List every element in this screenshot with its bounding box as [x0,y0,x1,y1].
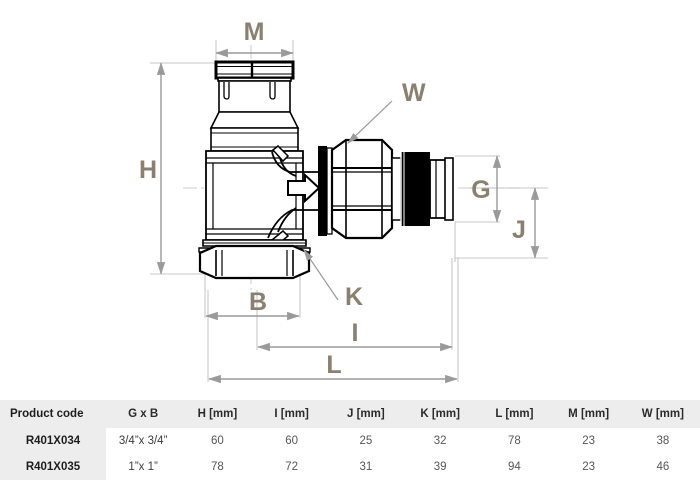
column-header-k: K [mm] [403,400,478,428]
column-header-l: L [mm] [477,400,552,428]
cell-j: 31 [359,461,373,473]
column-header-product-code: Product code [0,400,106,428]
column-header-gxb: G x B [106,400,181,428]
bottom-hex-nut [198,239,311,280]
specifications-table-container: Product code G x B H [mm] I [mm] J [mm] … [0,400,700,480]
table-row: R401X035 1”x 1” 78 72 31 39 94 23 46 [0,454,700,480]
valve-top-cap [214,60,295,82]
headwork-ring-lines [211,132,298,148]
cell-j: 25 [359,435,373,447]
cell-w: 38 [656,435,670,447]
table-header-row: Product code G x B H [mm] I [mm] J [mm] … [0,400,700,428]
cell-i: 60 [285,435,299,447]
cell-w: 46 [656,461,670,473]
dimension-label-I: I [352,319,359,347]
dimension-I: I [257,319,453,352]
column-header-h: H [mm] [180,400,255,428]
dimension-label-J: J [512,216,526,244]
outlet-hex-nut [318,138,394,240]
dimension-label-L: L [326,351,341,379]
dimension-L: L [208,351,458,384]
dimension-B: B [205,288,300,321]
column-header-m: M [mm] [551,400,626,428]
valve-body-graphic [198,60,454,280]
cell-h: 78 [210,461,224,473]
dimension-M: M [215,18,294,58]
dimension-label-M: M [244,18,265,46]
dimension-H: H [139,62,166,275]
cell-m: 23 [582,435,596,447]
column-header-i: I [mm] [254,400,329,428]
cell-m: 23 [582,461,596,473]
cell-l: 94 [507,461,521,473]
flow-direction-arrow [287,172,321,204]
dimension-K: K [303,249,363,311]
table-row: R401X034 3/4”x 3/4” 60 60 25 32 78 23 38 [0,428,700,454]
cell-product-code: R401X035 [0,454,106,480]
threaded-outlet [391,152,454,226]
specifications-table: Product code G x B H [mm] I [mm] J [mm] … [0,400,700,480]
cell-k: 39 [433,461,447,473]
valve-internal-passage [267,151,318,239]
dimension-G: G [471,155,502,223]
dimension-J: J [512,187,540,259]
column-header-w: W [mm] [625,400,700,428]
dimension-label-B: B [249,288,267,316]
cell-l: 78 [507,435,521,447]
dimension-label-H: H [139,156,157,184]
cell-gxb: 1”x 1” [128,461,158,473]
dimension-label-W: W [402,79,426,107]
cell-i: 72 [285,461,299,473]
column-header-j: J [mm] [328,400,403,428]
dimension-label-G: G [471,176,490,204]
cell-gxb: 3/4”x 3/4” [118,435,168,447]
dimension-label-K: K [345,283,363,311]
dimension-W: W [347,79,426,144]
valve-headwork [209,80,300,152]
cell-h: 60 [210,435,224,447]
headwork-pins [223,82,276,100]
cell-product-code: R401X034 [0,428,106,454]
cell-k: 32 [433,435,447,447]
technical-drawing: M H W G J B K I L [139,18,548,384]
